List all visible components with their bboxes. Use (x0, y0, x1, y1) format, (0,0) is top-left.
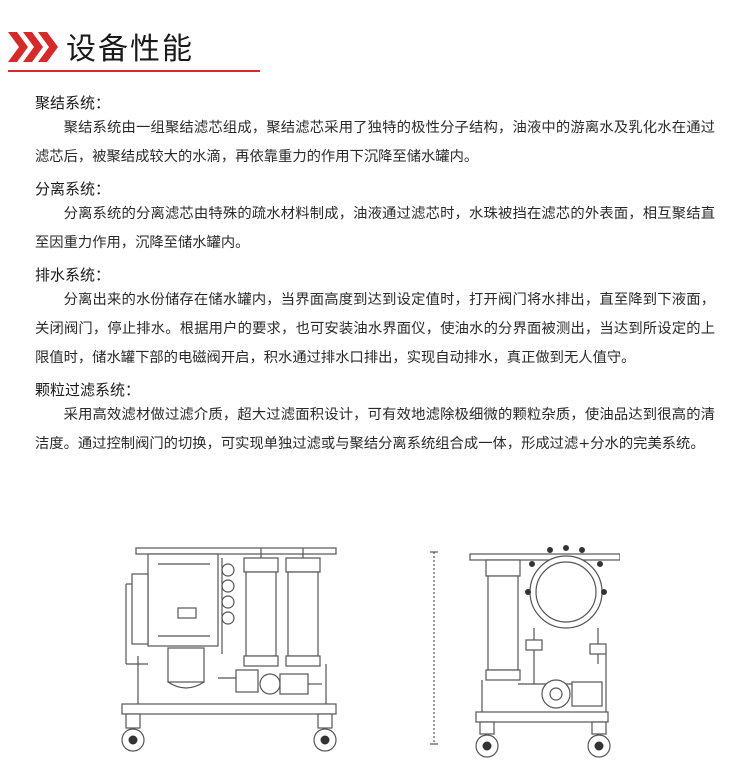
section-body-drainage: 分离出来的水份储存在储水罐内，当界面高度到达到设定值时，打开阀门将水排出，直至降… (35, 292, 715, 366)
section-title-drainage: 排水系统： (35, 266, 111, 284)
page-title: 设备性能 (66, 32, 194, 67)
section-body-particle-filtration: 采用高效滤材做过滤介质，超大过滤面积设计，可有效地滤除极细微的颗粒杂质，使油品达… (35, 407, 715, 452)
title-underline (8, 70, 260, 72)
section-body-coalescing: 聚结系统由一组聚结滤芯组成，聚结滤芯采用了独特的极性分子结构，油液中的游离水及乳… (35, 120, 715, 165)
purifier-front-view-drawing (121, 547, 337, 752)
section-header: 设备性能 (0, 18, 262, 76)
purifier-side-view-drawing (430, 545, 620, 758)
section-title-separation: 分离系统： (35, 180, 111, 198)
triple-chevron-icon (8, 32, 58, 62)
section-title-coalescing: 聚结系统： (35, 94, 111, 112)
section-title-particle-filtration: 颗粒过滤系统： (35, 381, 141, 399)
section-body-separation: 分离系统的分离滤芯由特殊的疏水材料制成，油液通过滤芯时，水珠被挡在滤芯的外表面，… (35, 206, 715, 251)
performance-text: 聚结系统： 聚结系统由一组聚结滤芯组成，聚结滤芯采用了独特的极性分子结构，油液中… (35, 92, 715, 459)
